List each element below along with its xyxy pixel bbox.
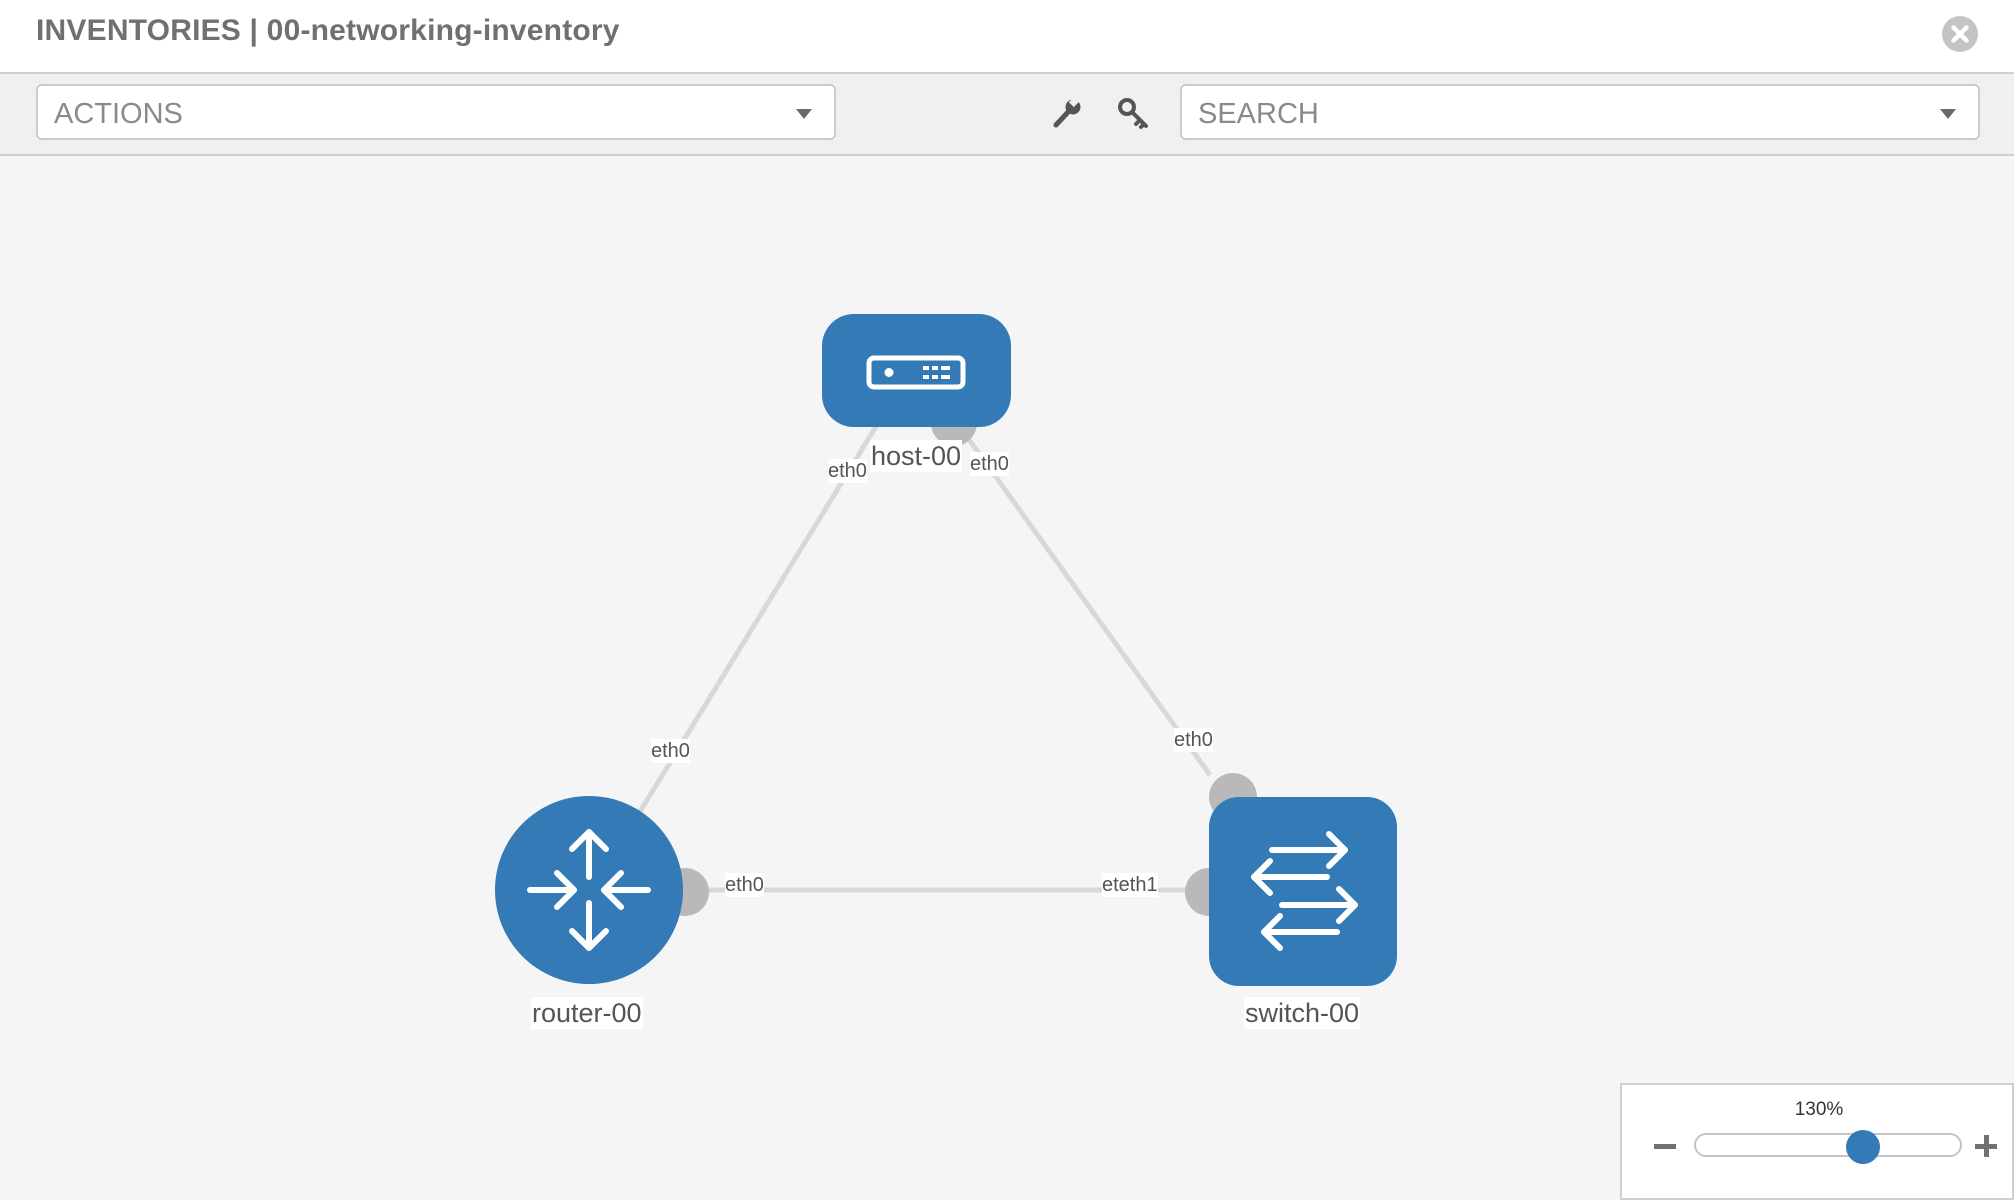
wrench-icon[interactable] — [1048, 95, 1084, 132]
port-label: eth0 — [970, 452, 1009, 476]
port-label: eth0 — [1174, 728, 1213, 752]
zoom-slider-track[interactable] — [1694, 1133, 1962, 1157]
switch-node[interactable] — [1209, 797, 1397, 986]
switch-node-label: switch-00 — [1244, 997, 1361, 1029]
zoom-out-button[interactable] — [1654, 1144, 1676, 1149]
key-icon[interactable] — [1116, 96, 1152, 132]
chevron-down-icon — [796, 109, 812, 119]
zoom-in-button[interactable] — [1975, 1135, 1997, 1157]
router-node[interactable] — [495, 796, 683, 984]
router-node-label: router-00 — [531, 997, 643, 1029]
search-placeholder: SEARCH — [1198, 98, 1319, 130]
router-icon — [527, 829, 651, 951]
switch-icon — [1251, 831, 1358, 951]
zoom-level-label: 130% — [1794, 1099, 1844, 1120]
toolbar: ACTIONS SEARCH — [0, 74, 2014, 156]
port-label: eteth1 — [1102, 873, 1158, 897]
page-title: INVENTORIES | 00-networking-inventory — [36, 14, 620, 47]
port-label: eth0 — [651, 739, 690, 763]
page-header: INVENTORIES | 00-networking-inventory — [0, 0, 2014, 74]
link-host-switch[interactable] — [952, 418, 1213, 777]
close-button[interactable] — [1942, 16, 1978, 52]
zoom-panel: 130% — [1620, 1083, 2014, 1200]
server-icon — [866, 355, 966, 390]
actions-dropdown[interactable]: ACTIONS — [36, 84, 836, 140]
zoom-slider-thumb[interactable] — [1846, 1130, 1881, 1164]
close-icon — [1951, 25, 1969, 43]
port-label: eth0 — [725, 873, 764, 897]
host-node[interactable] — [822, 314, 1011, 427]
port-label: eth0 — [828, 459, 867, 483]
actions-label: ACTIONS — [54, 98, 183, 130]
chevron-down-icon — [1940, 109, 1956, 119]
host-node-label: host-00 — [870, 440, 963, 472]
search-dropdown[interactable]: SEARCH — [1180, 84, 1980, 140]
